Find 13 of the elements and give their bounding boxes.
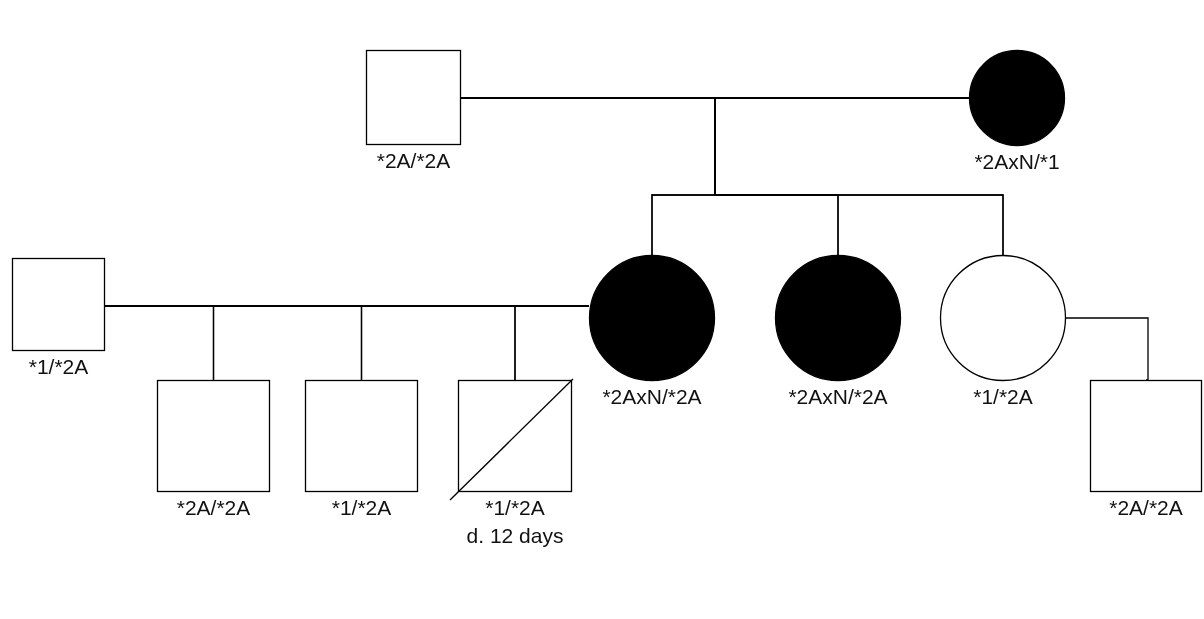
genotype-label: *2AxN/*1 — [974, 150, 1060, 174]
genotype-label: *2AxN/*2A — [602, 385, 702, 409]
genotype-label: *2AxN/*2A — [788, 385, 888, 409]
genotype-label: *2A/*2A — [376, 149, 451, 173]
genotype-label: *1/*2A — [973, 385, 1033, 409]
pedigree-line — [514, 305, 590, 381]
genotype-label: *1/*2A — [485, 496, 545, 520]
genotype-label: *1/*2A — [331, 496, 392, 520]
genotype-label: *2A/*2A — [176, 496, 251, 520]
pedigree-line — [1065, 317, 1149, 381]
genotype-label: *2A/*2A — [1109, 496, 1183, 520]
genotype-label: *1/*2A — [28, 355, 89, 379]
death-note: d. 12 days — [466, 524, 564, 548]
